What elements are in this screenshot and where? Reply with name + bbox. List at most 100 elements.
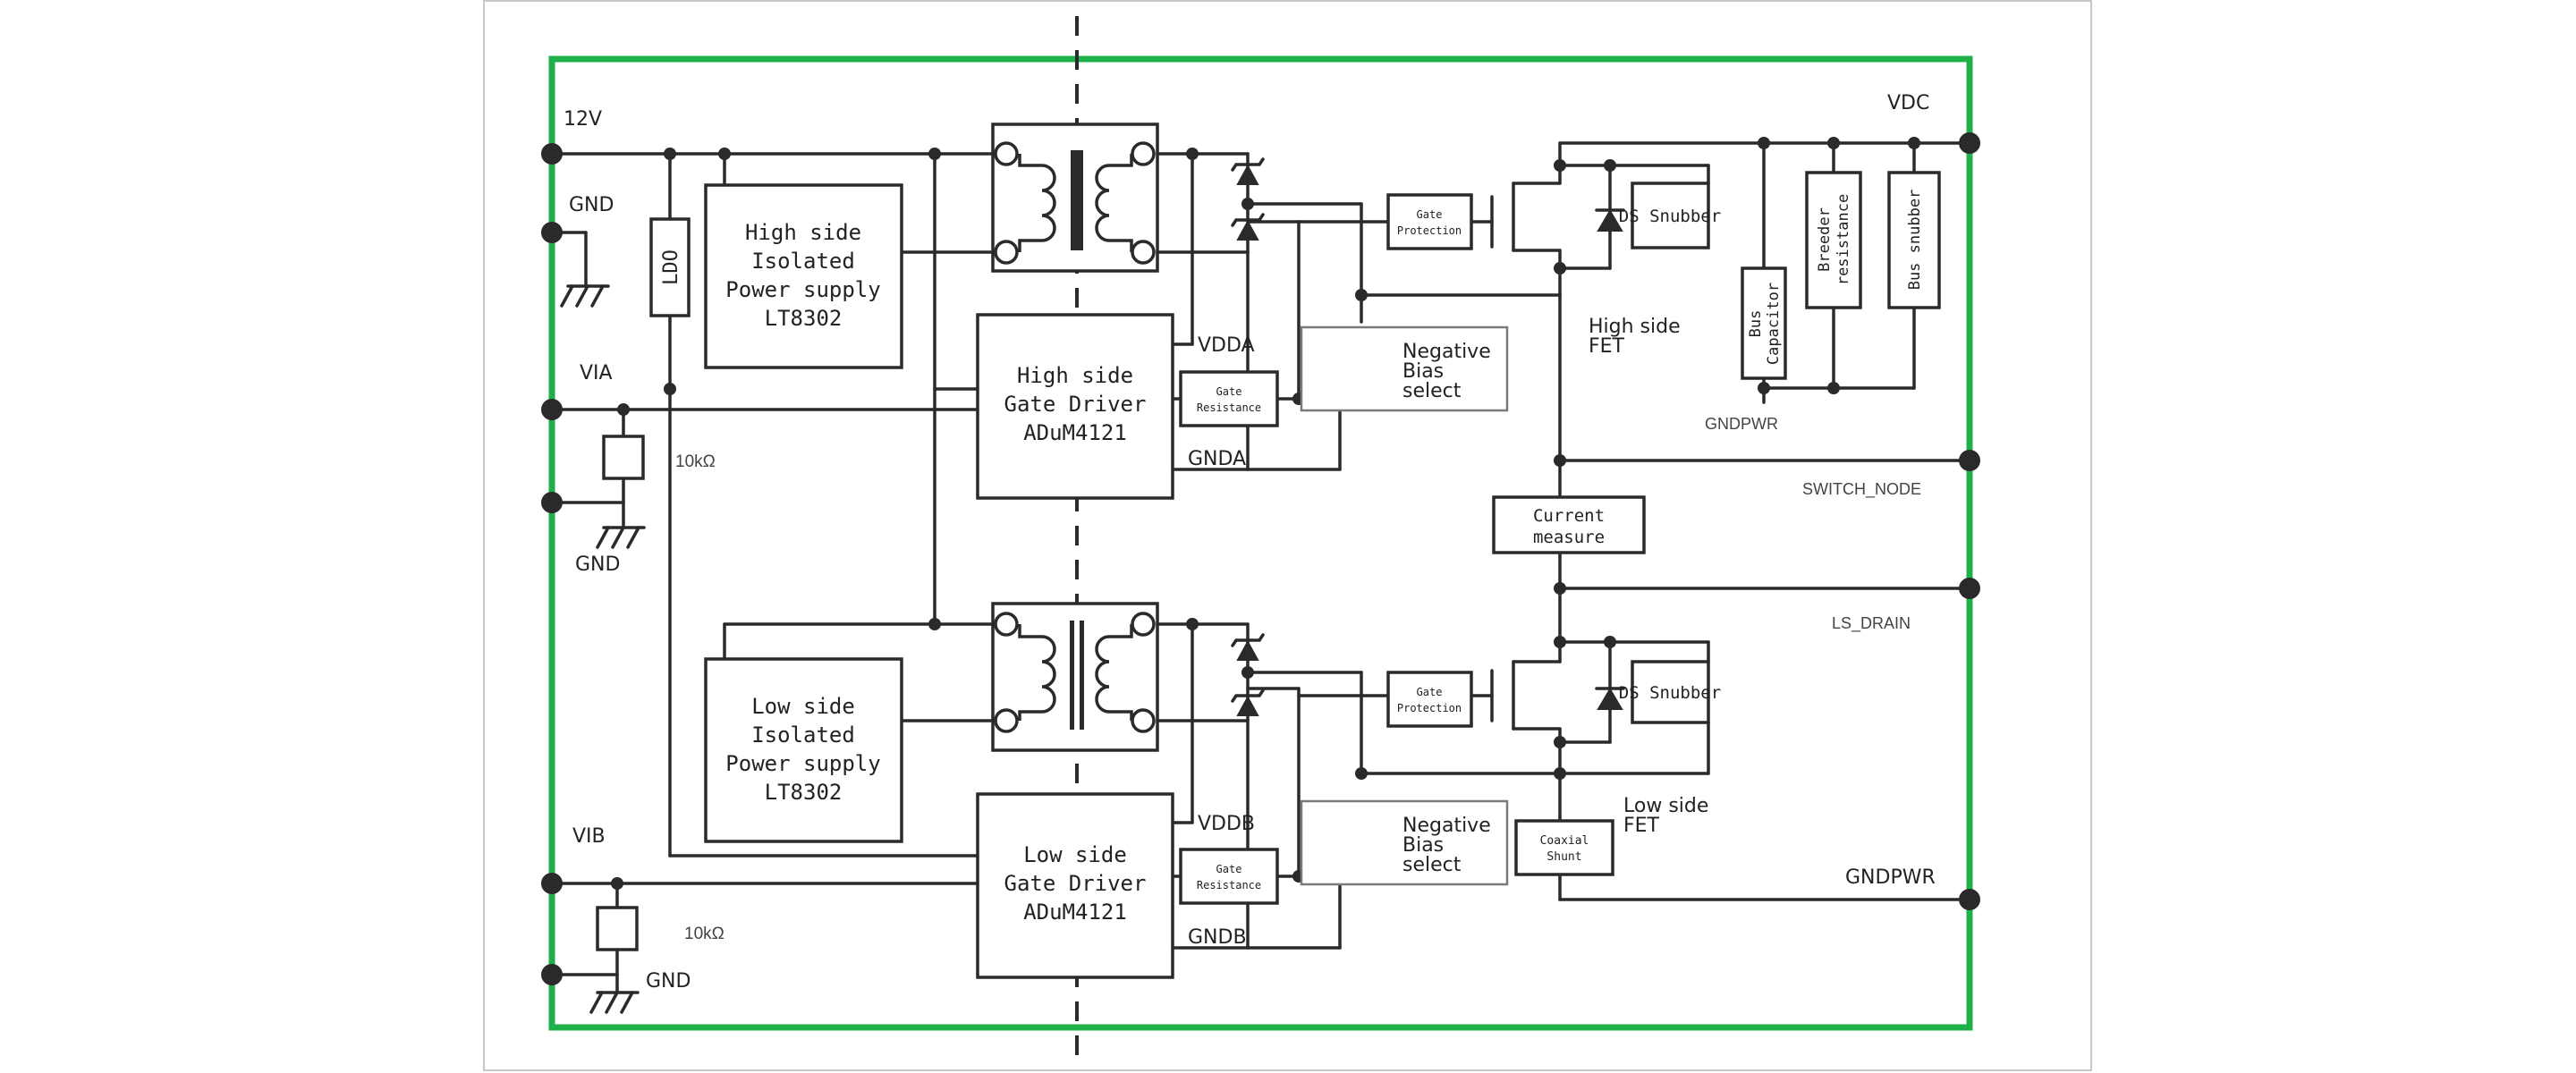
svg-text:Gate: Gate — [1417, 208, 1443, 221]
svg-text:High side: High side — [745, 220, 861, 245]
vddb-label: VDDB — [1198, 813, 1255, 835]
svg-text:Power supply: Power supply — [725, 751, 880, 776]
current-measure-label: Current measure — [1533, 506, 1605, 547]
svg-text:ADuM4121: ADuM4121 — [1023, 900, 1127, 925]
svg-text:High side: High side — [1017, 363, 1133, 388]
gate-protection-high — [1386, 193, 1473, 250]
label-gnd-bot: GND — [646, 970, 691, 993]
svg-text:Shunt: Shunt — [1546, 850, 1581, 864]
gate-protection-low-label: Gate Protection — [1397, 686, 1462, 714]
svg-text:Resistance: Resistance — [1197, 401, 1261, 414]
label-ls-drain: LS_DRAIN — [1832, 614, 1911, 633]
ls-fet-diode — [1595, 687, 1625, 710]
bus-capacitor-block — [1741, 266, 1787, 380]
svg-text:Bus: Bus — [1747, 310, 1765, 338]
label-r2: 10kΩ — [684, 925, 724, 943]
bus-snubber-label: Bus snubber — [1906, 190, 1924, 291]
gate-resistance-high — [1179, 370, 1279, 427]
svg-text:Isolated: Isolated — [751, 249, 855, 274]
hs-fet-diode — [1595, 208, 1625, 232]
gate-resistance-low — [1179, 848, 1279, 905]
resistor-vib — [596, 906, 639, 951]
svg-text:Current: Current — [1533, 506, 1605, 526]
svg-text:select: select — [1402, 380, 1462, 402]
ls-isolated-psu-label: Low side Isolated Power supply LT8302 — [725, 694, 880, 805]
svg-text:Gate Driver: Gate Driver — [1004, 392, 1147, 417]
svg-text:select: select — [1402, 854, 1462, 876]
label-12v: 12V — [564, 108, 602, 131]
label-via: VIA — [580, 362, 613, 384]
label-gndpwr-big: GNDPWR — [1845, 866, 1936, 889]
label-gndpwr-small: GNDPWR — [1705, 415, 1778, 433]
hs-gate-driver-label: High side Gate Driver ADuM4121 — [1004, 363, 1147, 445]
svg-text:measure: measure — [1533, 528, 1605, 547]
bleeder-resistance-label: Breeder resistance — [1816, 194, 1852, 285]
svg-text:Negative: Negative — [1402, 815, 1491, 837]
svg-text:Gate: Gate — [1417, 686, 1443, 698]
svg-text:Low side: Low side — [1023, 842, 1127, 867]
board-outline — [548, 55, 1973, 1031]
svg-text:Negative: Negative — [1402, 341, 1491, 363]
bus-snubber-block — [1887, 171, 1941, 309]
svg-text:Protection: Protection — [1397, 702, 1462, 714]
bus-capacitor-label: Bus Capacitor — [1747, 283, 1783, 365]
negative-bias-select-low — [1300, 799, 1509, 886]
svg-text:Breeder: Breeder — [1816, 207, 1834, 272]
negative-bias-select-high-label: Negative Bias select — [1402, 341, 1491, 402]
left-junctions — [611, 148, 941, 890]
transformer-low — [991, 602, 1159, 752]
svg-text:Resistance: Resistance — [1197, 879, 1261, 891]
ds-snubber-low — [1631, 660, 1710, 724]
svg-text:Low side: Low side — [751, 694, 855, 719]
ls-gate-driver-label: Low side Gate Driver ADuM4121 — [1004, 842, 1147, 925]
vdda-label: VDDA — [1198, 334, 1255, 357]
label-gnd-mid: GND — [575, 553, 620, 576]
svg-text:Low side: Low side — [1623, 795, 1708, 817]
svg-text:Gate Driver: Gate Driver — [1004, 871, 1147, 896]
label-r1: 10kΩ — [675, 452, 716, 471]
label-vib: VIB — [572, 825, 606, 848]
svg-text:Capacitor: Capacitor — [1765, 283, 1783, 365]
gate-resistance-low-label: Gate Resistance — [1197, 863, 1261, 891]
svg-text:Bias: Bias — [1402, 834, 1444, 857]
gate-protection-high-label: Gate Protection — [1397, 208, 1462, 237]
left-terminals — [541, 143, 563, 985]
label-switch-node: SWITCH_NODE — [1802, 480, 1921, 499]
ds-snubber-high — [1631, 182, 1710, 249]
label-high-side-fet: High side FET — [1589, 316, 1681, 358]
coaxial-shunt-label: Coaxial Shunt — [1540, 834, 1589, 864]
ds-snubber-high-label: DS Snubber — [1619, 207, 1721, 226]
ds-snubber-low-label: DS Snubber — [1619, 683, 1721, 703]
right-terminals — [1959, 132, 1980, 910]
ldo-label: LDO — [660, 249, 682, 285]
gate-resistance-high-label: Gate Resistance — [1197, 385, 1261, 414]
current-measure-block — [1492, 495, 1646, 554]
transformer-high — [991, 123, 1159, 273]
svg-text:LT8302: LT8302 — [765, 780, 843, 805]
ls-gate-driver-block — [976, 792, 1174, 979]
gndb-label: GNDB — [1188, 926, 1247, 949]
negative-bias-select-high — [1300, 325, 1509, 412]
power-junctions — [1554, 137, 1920, 780]
svg-text:Power supply: Power supply — [725, 277, 880, 302]
svg-text:Gate: Gate — [1216, 385, 1242, 398]
bleeder-resistance-block — [1805, 171, 1862, 309]
ldo-block — [649, 217, 691, 317]
label-vdc: VDC — [1887, 92, 1929, 114]
hs-isolated-psu-block — [704, 183, 903, 369]
svg-text:Protection: Protection — [1397, 224, 1462, 237]
gate-protection-low — [1386, 671, 1473, 728]
svg-text:Gate: Gate — [1216, 863, 1242, 875]
svg-text:High side: High side — [1589, 316, 1681, 338]
hs-isolated-psu-label: High side Isolated Power supply LT8302 — [725, 220, 880, 331]
svg-text:resistance: resistance — [1835, 194, 1852, 285]
svg-text:Isolated: Isolated — [751, 722, 855, 748]
svg-text:Coaxial: Coaxial — [1540, 834, 1589, 848]
ls-zener-diodes — [1231, 633, 1265, 716]
label-gnd-top: GND — [569, 194, 614, 216]
hs-zener-diodes — [1231, 157, 1265, 241]
svg-text:Bias: Bias — [1402, 360, 1444, 383]
negative-bias-select-low-label: Negative Bias select — [1402, 815, 1491, 876]
svg-text:FET: FET — [1623, 815, 1660, 837]
